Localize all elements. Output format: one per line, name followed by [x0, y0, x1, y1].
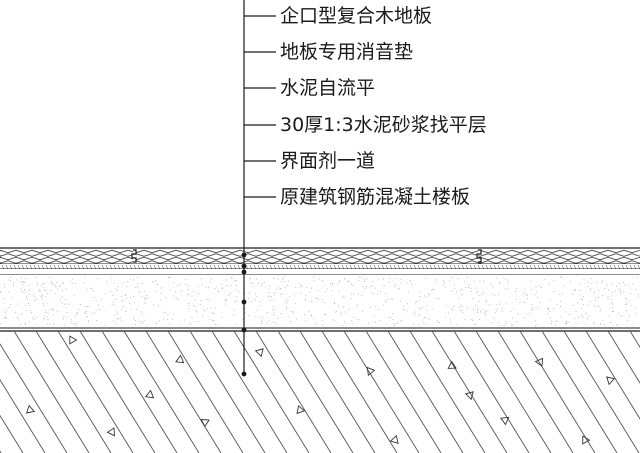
- label-self-leveling: 水泥自流平: [280, 77, 375, 99]
- tongue-groove-joint-right: [476, 249, 482, 263]
- label-wood-floor: 企口型复合木地板: [280, 5, 432, 27]
- wood-floor-layer: [0, 247, 640, 265]
- label-sound-pad: 地板专用消音垫: [280, 41, 413, 63]
- concrete-slab-layer: [0, 331, 640, 453]
- label-screed: 30厚1:3水泥砂浆找平层: [280, 114, 487, 136]
- leader-dot-wood: [241, 252, 247, 258]
- self-leveling-layer: [0, 269, 640, 276]
- leader-dot-screed: [241, 299, 247, 305]
- leader-dot-slab: [241, 371, 247, 377]
- leader-dots: [241, 252, 247, 377]
- leader-dot-pad: [241, 263, 247, 269]
- label-interface-agent: 界面剂一道: [280, 150, 375, 172]
- leader-dot-interface: [241, 327, 247, 333]
- screed-layer: [0, 275, 640, 329]
- sound-pad-layer: [0, 264, 640, 270]
- tongue-groove-joint-left: [131, 249, 137, 263]
- callout-group: 企口型复合木地板 地板专用消音垫 水泥自流平 30厚1:3水泥砂浆找平层 界面剂…: [244, 5, 487, 208]
- leader-dot-selfleveling: [241, 269, 247, 275]
- label-concrete-slab: 原建筑钢筋混凝土楼板: [280, 186, 470, 208]
